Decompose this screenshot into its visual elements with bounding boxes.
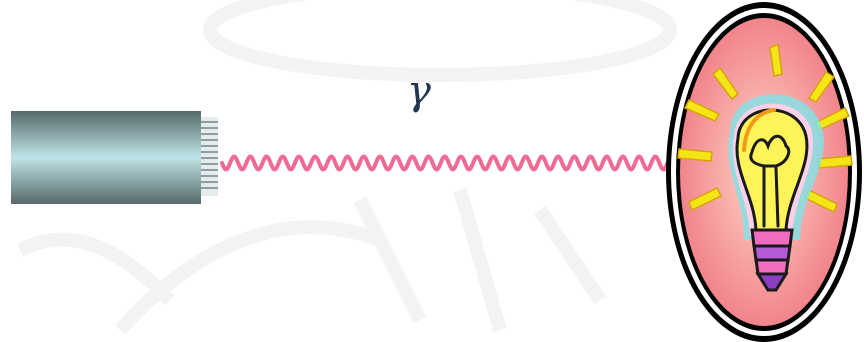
light-bulb-icon xyxy=(666,2,862,342)
grating-lines xyxy=(201,121,218,189)
gamma-symbol: γ xyxy=(407,68,431,114)
watermark-background xyxy=(16,0,677,335)
photon-source xyxy=(11,111,218,204)
bulb-rays xyxy=(677,42,853,214)
bulb-base xyxy=(750,228,794,292)
photon-wave xyxy=(220,154,692,172)
bulb-filament xyxy=(749,134,791,228)
source-body xyxy=(11,111,201,204)
source-grating xyxy=(201,117,218,196)
